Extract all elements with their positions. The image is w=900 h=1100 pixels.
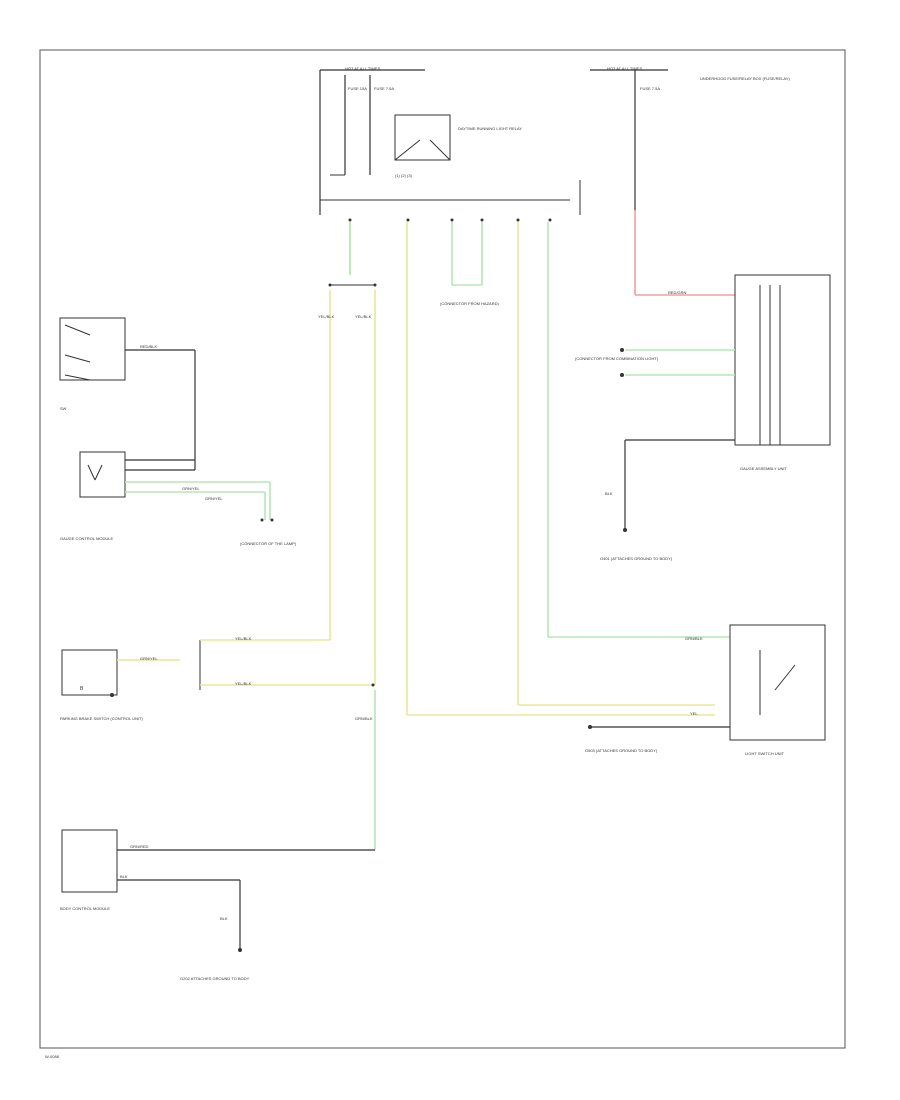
svg-text:(CONNECTOR OF THE LAMP): (CONNECTOR OF THE LAMP): [240, 541, 297, 546]
splice-1: (CONNECTOR FROM HAZARD): [440, 284, 499, 306]
svg-text:BLK: BLK: [605, 491, 613, 496]
svg-text:RED/GRN: RED/GRN: [668, 290, 687, 295]
relay-caption: (1) (2) (3): [395, 173, 413, 178]
svg-text:RED/BLK: RED/BLK: [140, 344, 157, 349]
figure-code: W-0088: [45, 1054, 60, 1059]
connector-row: [348, 218, 552, 222]
svg-text:YEL: YEL: [690, 711, 698, 716]
svg-text:GRN/YEL: GRN/YEL: [182, 486, 200, 491]
svg-text:FUSE 15A: FUSE 15A: [348, 86, 367, 91]
junction-box-label: UNDERHOOD FUSE/RELAY BOX (FUSE/RELAY): [700, 76, 790, 81]
dimmer-switch: SW RED/BLK: [59, 317, 196, 470]
diagram-border: [39, 49, 846, 1049]
light-switch-label: LIGHT SWITCH UNIT: [745, 751, 785, 756]
svg-text:FUSE 7.5A: FUSE 7.5A: [374, 86, 394, 91]
fuse-box-right: FUSE 7.5A: [634, 70, 660, 210]
ground-3: G503 (ATTACHES GROUND TO BODY): [585, 748, 658, 753]
svg-text:BLK: BLK: [120, 874, 128, 879]
pcm-label: PARKING BRAKE SWITCH (CONTROL UNIT): [60, 716, 144, 721]
svg-text:(CONNECTOR FROM COMBINATION LI: (CONNECTOR FROM COMBINATION LIGHT): [575, 356, 659, 361]
gauge-assembly: GAUGE ASSEMBLY UNIT (CONNECTOR FROM COMB…: [575, 274, 831, 561]
svg-text:GRN/RED: GRN/RED: [130, 844, 149, 849]
svg-text:(CONNECTOR FROM HAZARD): (CONNECTOR FROM HAZARD): [440, 301, 499, 306]
svg-text:GRN/BLK: GRN/BLK: [355, 716, 373, 721]
svg-text:YEL/BLK: YEL/BLK: [235, 636, 252, 641]
body-control-module: GRN/RED BLK BLK BODY CONTROL MODULE G202…: [60, 829, 375, 981]
svg-text:YEL/BLK: YEL/BLK: [355, 314, 372, 319]
gauge-control-module: GAUGE CONTROL MODULE GRN/YEL GRN/YEL (CO…: [60, 451, 297, 546]
ground-4: G202 ATTACHES GROUND TO BODY: [180, 976, 250, 981]
svg-text:B: B: [80, 686, 84, 692]
light-switch-unit: LIGHT SWITCH UNIT GRN/BLK YEL G503 (ATTA…: [585, 624, 826, 756]
svg-text:YEL/BLK: YEL/BLK: [235, 681, 252, 686]
svg-text:BLK: BLK: [220, 916, 228, 921]
ground-2: G401 (ATTACHES GROUND TO BODY): [600, 556, 673, 561]
svg-text:FUSE 7.5A: FUSE 7.5A: [640, 86, 660, 91]
svg-text:GRN/YEL: GRN/YEL: [205, 496, 223, 501]
instrument-label: GAUGE ASSEMBLY UNIT: [740, 466, 788, 471]
parking-brake-switch: B PARKING BRAKE SWITCH (CONTROL UNIT) GR…: [60, 636, 375, 721]
body-control-label: BODY CONTROL MODULE: [60, 906, 110, 911]
svg-text:YEL/BLK: YEL/BLK: [318, 314, 335, 319]
svg-text:GRN/YEL: GRN/YEL: [140, 656, 158, 661]
fuse-box-right-title: HOT AT ALL TIMES: [607, 66, 642, 71]
svg-text:GRN/BLK: GRN/BLK: [685, 636, 703, 641]
fuse-box-left-title: HOT AT ALL TIMES: [345, 66, 380, 71]
relay-label: DAYTIME RUNNING LIGHT RELAY: [458, 126, 522, 131]
fuse-box-left: FUSE 15A FUSE 7.5A DAYTIME RUNNING LIGHT…: [319, 70, 581, 215]
switch-label: SW: [60, 406, 67, 411]
gauge-label: GAUGE CONTROL MODULE: [60, 536, 114, 541]
